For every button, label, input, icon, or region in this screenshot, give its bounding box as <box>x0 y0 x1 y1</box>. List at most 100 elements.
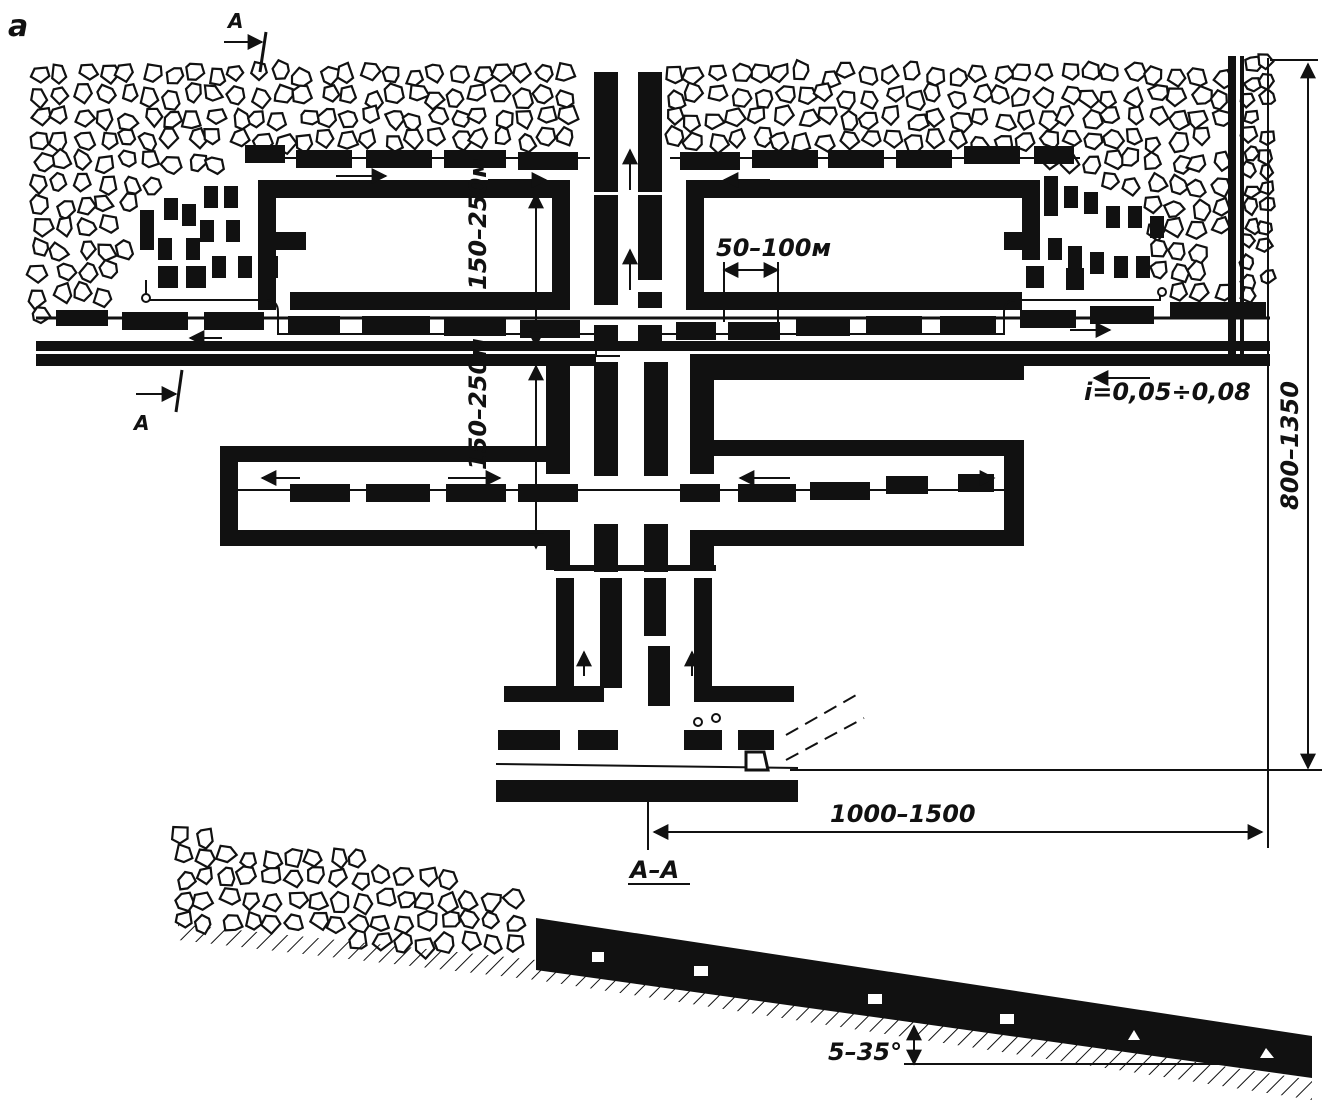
rubble-fragment <box>946 90 967 110</box>
rubble-fragment <box>1190 84 1213 106</box>
rubble-fragment <box>683 81 705 104</box>
rubble-fragment <box>1186 259 1207 282</box>
rubble-fragment <box>902 60 921 81</box>
rubble-fragment <box>101 131 119 151</box>
rubble-fragment <box>419 866 439 888</box>
rubble-fragment <box>1257 72 1276 91</box>
rubble-fragment <box>259 914 282 936</box>
rubble-fragment <box>339 84 358 104</box>
rubble-fragment <box>30 88 49 110</box>
rubble-fragment <box>704 113 726 131</box>
rubble-fragment <box>95 108 114 132</box>
rubble-fragment <box>433 930 455 955</box>
rubble-fragment <box>1014 132 1036 153</box>
rubble-fragment <box>33 217 55 238</box>
rubble-fragment <box>123 175 143 195</box>
rubble-fragment <box>185 62 206 81</box>
rubble-fragment <box>907 113 930 132</box>
rubble-fragment <box>196 827 214 850</box>
rubble-fragment <box>357 128 377 150</box>
rubble-fragment <box>1243 197 1259 217</box>
rubble-fragment <box>457 889 479 912</box>
rubble-fragment <box>481 910 501 930</box>
rubble-fragment <box>707 84 729 102</box>
rubble-fragment <box>438 868 459 891</box>
rubble-fragment <box>50 86 70 106</box>
rubble-fragment <box>1146 84 1170 102</box>
rubble-fragment <box>117 149 137 168</box>
rubble-fragment <box>1255 237 1275 253</box>
rubble-fragment <box>458 908 481 930</box>
rubble-fragment <box>905 89 926 112</box>
rubble-fragment <box>282 869 304 889</box>
total-height-label: 800–1350 <box>1276 381 1304 510</box>
rubble-fragment <box>32 236 50 257</box>
rubble-fragment <box>1213 150 1233 173</box>
rubble-fragment <box>1123 61 1148 83</box>
rubble-fragment <box>723 107 748 128</box>
rubble-fragment <box>1038 129 1060 150</box>
rubble-fragment <box>97 243 118 263</box>
rubble-fragment <box>1017 109 1036 132</box>
rubble-fragment <box>490 63 514 83</box>
rubble-fragment <box>29 106 52 127</box>
rubble-fragment <box>1192 126 1211 147</box>
rubble-fragment <box>1212 196 1232 217</box>
rubble-fragment <box>319 65 341 87</box>
rubble-fragment <box>392 866 415 886</box>
rubble-fragment <box>1170 262 1191 284</box>
rubble-fragment <box>78 261 99 284</box>
rubble-fragment <box>1149 105 1170 127</box>
rubble-fragment <box>682 114 702 134</box>
rubble-fragment <box>73 280 93 303</box>
lower-panel <box>220 362 1024 572</box>
rubble-fragment <box>184 82 202 104</box>
rubble-fragment <box>774 85 796 104</box>
rubble-fragment <box>98 213 120 234</box>
rubble-fragment <box>1121 146 1140 167</box>
rubble-fragment <box>1121 177 1141 197</box>
rubble-fragment <box>1259 163 1275 181</box>
rubble-fragment <box>1144 136 1162 155</box>
rubble-fragment <box>883 129 904 149</box>
rubble-fragment <box>1163 216 1185 239</box>
rubble-fragment <box>994 65 1016 85</box>
right-boundary <box>1228 56 1244 362</box>
caved-rock-zone-right <box>664 53 1277 304</box>
rubble-fragment <box>222 914 244 932</box>
rubble-fragment <box>515 109 534 131</box>
caved-rock-section <box>170 825 527 961</box>
rubble-fragment <box>1143 150 1163 171</box>
rubble-fragment <box>534 63 554 84</box>
rubble-fragment <box>337 110 359 129</box>
rubble-fragment <box>291 84 314 105</box>
rubble-fragment <box>925 128 946 150</box>
rubble-fragment <box>1242 77 1262 93</box>
rubble-fragment <box>1187 109 1209 131</box>
rubble-fragment <box>1098 106 1121 124</box>
rubble-fragment <box>667 89 687 111</box>
rubble-fragment <box>325 915 347 935</box>
rubble-fragment <box>506 934 525 954</box>
rubble-fragment <box>1100 171 1121 191</box>
rubble-fragment <box>1257 53 1275 71</box>
rubble-fragment <box>490 84 512 103</box>
rubble-fragment <box>750 63 771 84</box>
rubble-fragment <box>1240 232 1257 249</box>
rubble-fragment <box>203 84 225 102</box>
rubble-fragment <box>93 194 115 213</box>
rubble-fragment <box>408 83 431 102</box>
rubble-fragment <box>466 107 487 125</box>
pillar-width-label: 50–100м <box>716 234 831 262</box>
rubble-fragment <box>1060 85 1084 106</box>
section-marker-top: A <box>224 9 268 73</box>
shaft-bottom-area <box>495 565 865 802</box>
section-title: A–A <box>628 856 679 884</box>
rubble-fragment <box>51 147 73 170</box>
rubble-fragment <box>1011 63 1032 82</box>
rubble-fragment <box>260 866 282 885</box>
rubble-fragment <box>1257 149 1274 167</box>
rubble-fragment <box>1077 89 1101 110</box>
rubble-fragment <box>728 127 747 150</box>
rubble-fragment <box>1186 67 1208 87</box>
